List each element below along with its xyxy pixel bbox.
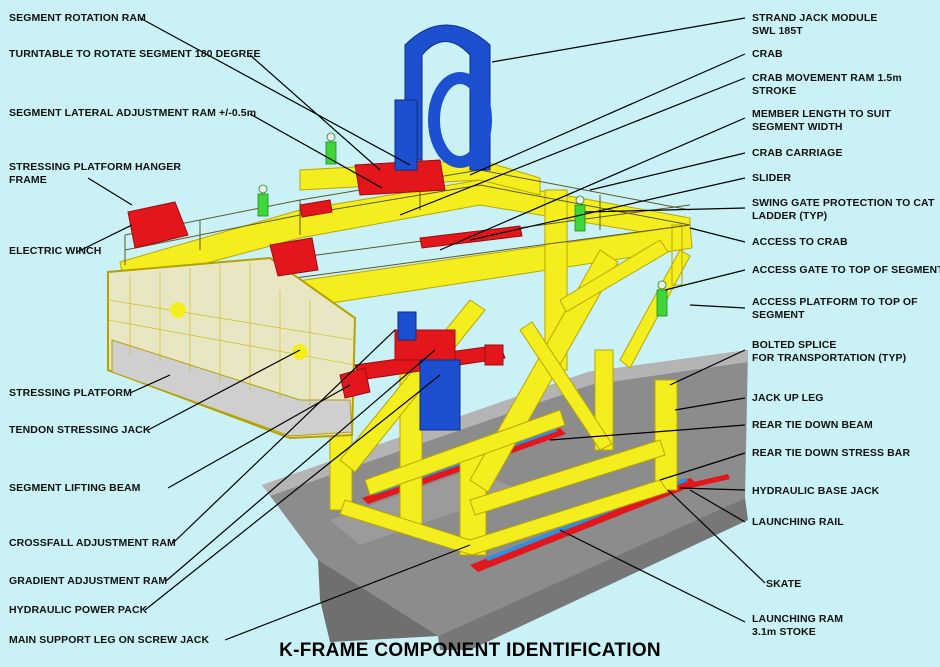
label-turntable: TURNTABLE TO ROTATE SEGMENT 180 DEGREE	[9, 48, 261, 60]
label-hydraulic-power-pack: HYDRAULIC POWER PACK	[9, 604, 148, 616]
stressing-platform-cage	[107, 256, 357, 440]
label-bolted-splice: BOLTED SPLICE FOR TRANSPORTATION (TYP)	[752, 339, 906, 365]
label-access-to-crab: ACCESS TO CRAB	[752, 236, 848, 248]
label-line: ACCESS PLATFORM TO TOP OF	[752, 296, 918, 308]
label-rear-tie-down-stress-bar: REAR TIE DOWN STRESS BAR	[752, 447, 911, 459]
label-segment-lifting-beam: SEGMENT LIFTING BEAM	[9, 482, 141, 494]
label-line: SEGMENT WIDTH	[752, 121, 843, 133]
label-access-platform: ACCESS PLATFORM TO TOP OF SEGMENT	[752, 296, 918, 322]
label-line: LADDER (TYP)	[752, 210, 828, 222]
label-line: SWL 185T	[752, 25, 803, 37]
label-line: SEGMENT	[752, 309, 805, 321]
label-line: BOLTED SPLICE	[752, 339, 837, 351]
diagram-title: K-FRAME COMPONENT IDENTIFICATION	[279, 640, 661, 661]
label-hydraulic-base-jack: HYDRAULIC BASE JACK	[752, 485, 880, 497]
label-crab-movement-ram: CRAB MOVEMENT RAM 1.5m STROKE	[752, 72, 902, 98]
label-gradient-adjustment-ram: GRADIENT ADJUSTMENT RAM	[9, 575, 168, 587]
label-line: MEMBER LENGTH TO SUIT	[752, 108, 891, 120]
label-stressing-platform: STRESSING PLATFORM	[9, 387, 132, 399]
blue-strand-jack	[394, 24, 492, 431]
label-crab-carriage: CRAB CARRIAGE	[752, 147, 843, 159]
label-tendon-stressing-jack: TENDON STRESSING JACK	[9, 424, 151, 436]
label-line: SWING GATE PROTECTION TO CAT	[752, 197, 935, 209]
label-access-gate: ACCESS GATE TO TOP OF SEGMENT	[752, 264, 940, 276]
label-line: CRAB MOVEMENT RAM 1.5m	[752, 72, 902, 84]
label-line: LAUNCHING RAM	[752, 613, 844, 625]
label-slider: SLIDER	[752, 172, 792, 184]
label-rear-tie-down-beam: REAR TIE DOWN BEAM	[752, 419, 873, 431]
label-line: FRAME	[9, 174, 47, 186]
label-jack-up-leg: JACK UP LEG	[752, 392, 824, 404]
label-strand-jack-module: STRAND JACK MODULE SWL 185T	[752, 12, 877, 38]
label-skate: SKATE	[766, 578, 802, 590]
leader-lines	[76, 17, 766, 641]
label-line: STRAND JACK MODULE	[752, 12, 878, 24]
label-crossfall-adjustment-ram: CROSSFALL ADJUSTMENT RAM	[9, 537, 176, 549]
label-main-support-leg: MAIN SUPPORT LEG ON SCREW JACK	[9, 634, 210, 646]
label-electric-winch: ELECTRIC WINCH	[9, 245, 102, 257]
label-segment-lateral-adjustment-ram: SEGMENT LATERAL ADJUSTMENT RAM +/-0.5m	[9, 107, 257, 119]
label-crab: CRAB	[752, 48, 783, 60]
label-member-length: MEMBER LENGTH TO SUIT SEGMENT WIDTH	[752, 108, 891, 134]
workers	[257, 132, 668, 317]
label-line: 3.1m STOKE	[752, 626, 816, 638]
label-segment-rotation-ram: SEGMENT ROTATION RAM	[9, 12, 146, 24]
label-swing-gate-protection: SWING GATE PROTECTION TO CAT LADDER (TYP…	[752, 197, 934, 223]
label-launching-ram: LAUNCHING RAM 3.1m STOKE	[752, 613, 843, 639]
label-line: STROKE	[752, 85, 797, 97]
label-line: STRESSING PLATFORM HANGER	[9, 161, 182, 173]
label-launching-rail: LAUNCHING RAIL	[752, 516, 844, 528]
label-line: FOR TRANSPORTATION (TYP)	[752, 352, 907, 364]
label-stressing-platform-hanger-frame: STRESSING PLATFORM HANGER FRAME	[9, 161, 181, 187]
